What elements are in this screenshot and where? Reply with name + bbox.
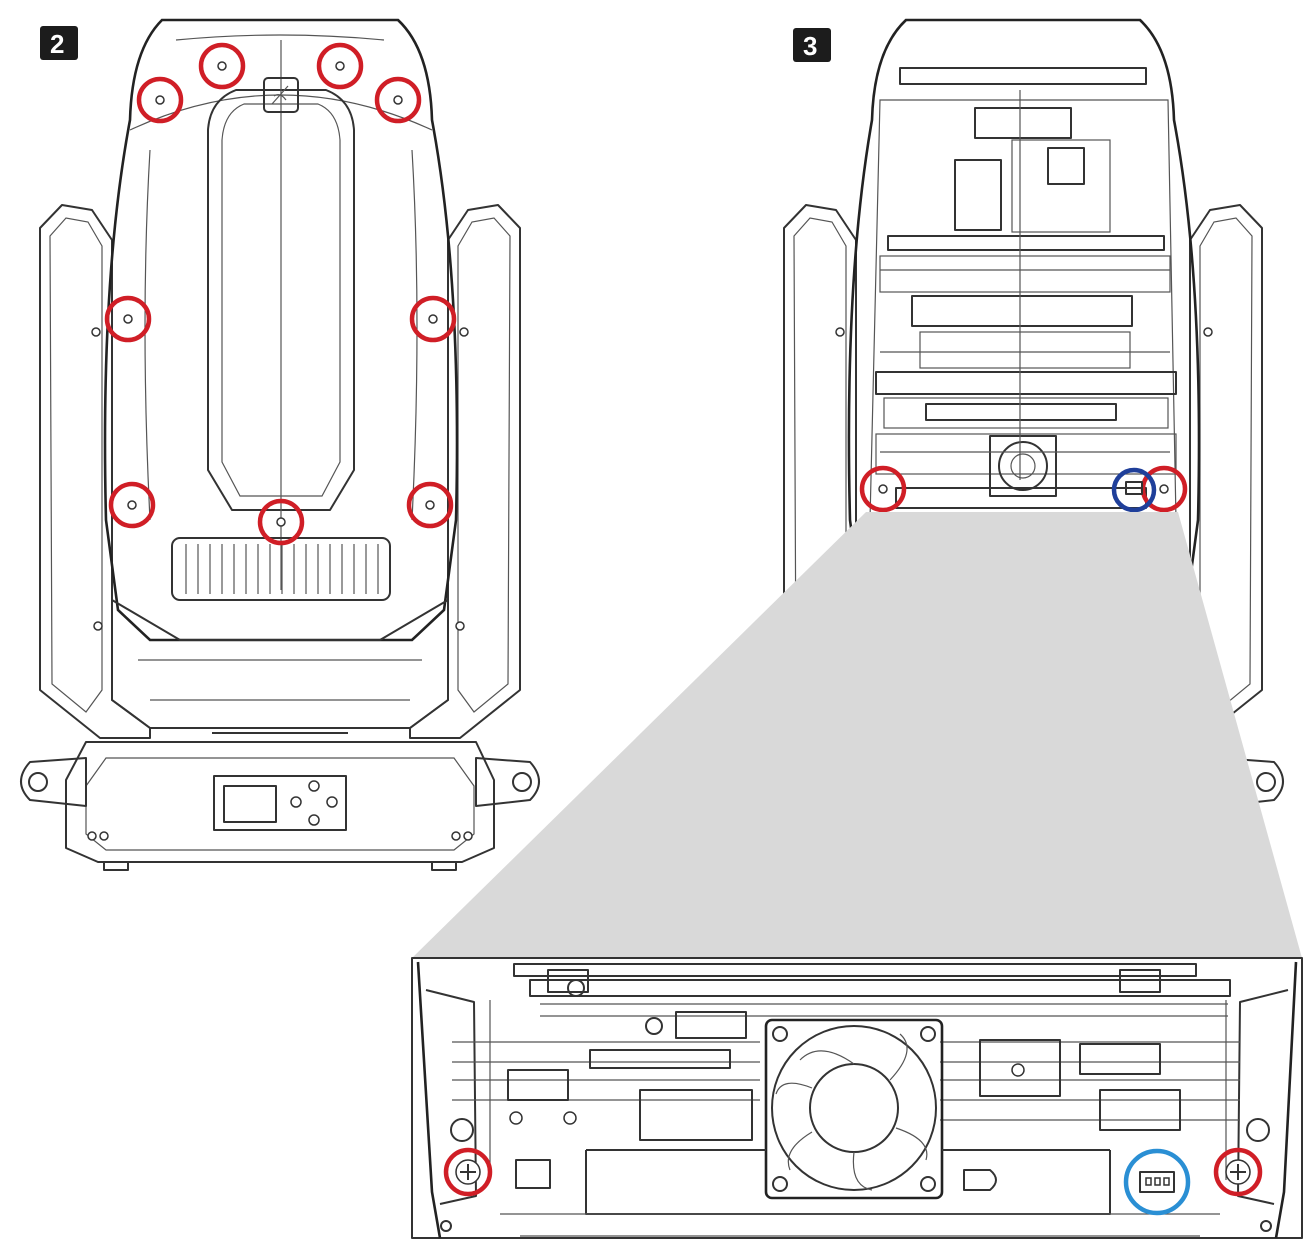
step-2-figure: 2 [20, 18, 540, 871]
screw-marker [443, 1147, 493, 1197]
screw-marker [104, 295, 152, 343]
screw-marker [409, 295, 457, 343]
screw-marker [316, 42, 364, 90]
base-handle-right [1219, 757, 1284, 807]
screw-marker [374, 76, 422, 124]
connector-marker-detail [1123, 1148, 1191, 1216]
fixed-screws [87, 327, 473, 841]
screw-marker [406, 481, 454, 529]
right-arm [409, 204, 521, 739]
zoom-projection [412, 512, 1302, 958]
base-handle-right [475, 757, 540, 807]
base-unit [65, 741, 495, 863]
cover-screw-markers [104, 42, 457, 546]
base-handle-left [20, 757, 87, 807]
screw-marker [108, 481, 156, 529]
internal-modules [875, 90, 1177, 509]
module-screw-markers [859, 465, 1188, 513]
cooling-fan [764, 1018, 944, 1200]
screw-marker [136, 76, 184, 124]
step-2-badge: 2 [40, 26, 78, 60]
handle-recess [207, 89, 355, 511]
screw-marker [859, 465, 907, 513]
screw-marker [257, 498, 305, 546]
control-panel [213, 775, 347, 831]
step-2-number: 2 [50, 29, 64, 59]
logo-plate [263, 77, 299, 113]
step-3-number: 3 [803, 31, 817, 61]
cable-clip [963, 1169, 997, 1191]
head-shell [103, 18, 459, 642]
vent-grille [171, 537, 391, 601]
display-screen [223, 785, 277, 823]
screw-marker [1213, 1147, 1263, 1197]
step-3-badge: 3 [793, 28, 831, 62]
detail-view [411, 957, 1303, 1239]
screw-marker [198, 42, 246, 90]
left-arm [39, 204, 151, 739]
module-screw-markers-detail [443, 1147, 1263, 1197]
connector-marker [1111, 467, 1157, 513]
